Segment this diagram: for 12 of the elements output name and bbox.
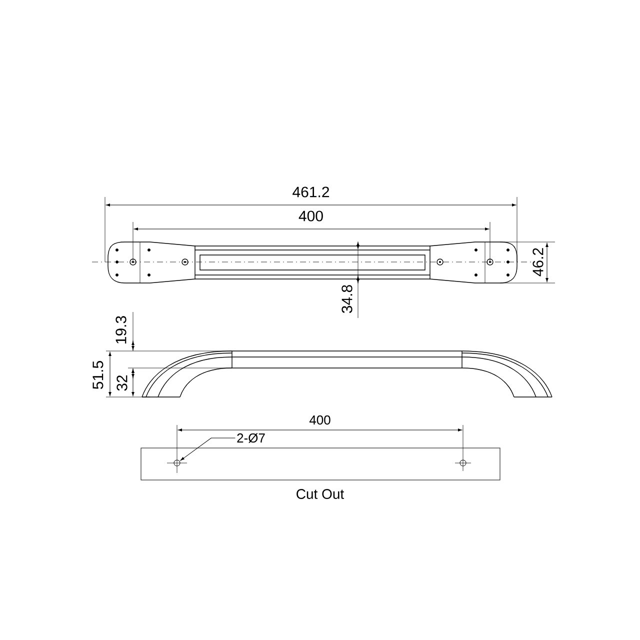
mounting-hole [174, 460, 180, 466]
callout-label: 2-Ø7 [237, 433, 265, 443]
leader-line [180, 438, 236, 461]
dimension-label: 34.8 [342, 285, 352, 314]
dimension-label: 400 [309, 415, 330, 425]
dimension-label: 51.5 [92, 361, 104, 389]
dimension-label: 46.2 [532, 248, 544, 276]
dimension-label: 461.2 [292, 186, 330, 198]
dimension-label: 32 [116, 375, 128, 391]
caption: Cut Out [296, 489, 344, 499]
dimension-label: 400 [298, 210, 323, 222]
dimension-label: 19.3 [116, 316, 126, 344]
